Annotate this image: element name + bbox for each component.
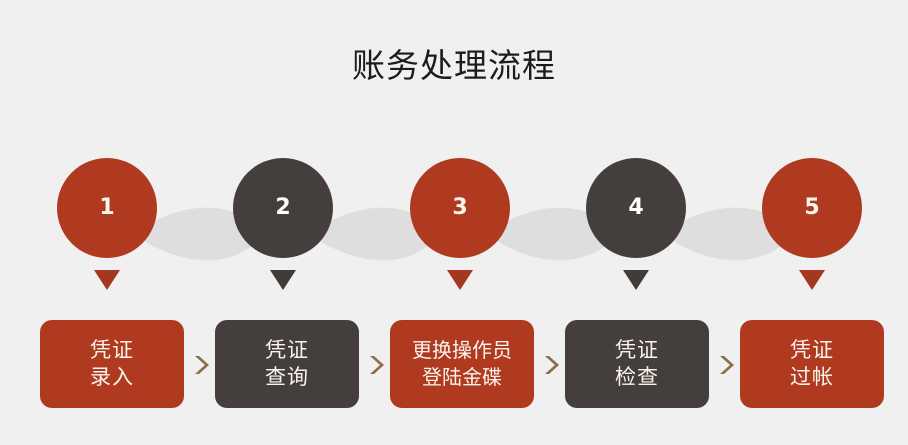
chevron-right-icon-1 <box>192 353 214 377</box>
step-label-line-2b: 查询 <box>265 365 309 389</box>
step-label-line-2a: 凭证 <box>265 338 309 362</box>
step-circle-1[interactable]: 1 <box>57 158 157 258</box>
connector-ribbons <box>142 207 781 261</box>
step-marker-triangle-3 <box>447 270 473 290</box>
step-number-4: 4 <box>628 195 644 220</box>
chevron-right-icon-4 <box>717 353 739 377</box>
step-label-line-1b: 录入 <box>90 365 134 389</box>
step-circle-2[interactable]: 2 <box>233 158 333 258</box>
step-number-1: 1 <box>99 195 115 220</box>
step-label-box-1[interactable]: 凭证 录入 <box>40 320 184 408</box>
step-marker-triangle-5 <box>799 270 825 290</box>
step-number-3: 3 <box>452 195 468 220</box>
step-circle-3[interactable]: 3 <box>410 158 510 258</box>
step-marker-triangle-4 <box>623 270 649 290</box>
step-label-line-3b: 登陆金碟 <box>422 365 502 389</box>
step-marker-triangle-2 <box>270 270 296 290</box>
step-label-line-4b: 检查 <box>615 365 659 389</box>
step-label-box-5[interactable]: 凭证 过帐 <box>740 320 884 408</box>
step-label-line-5b: 过帐 <box>790 365 834 389</box>
step-label-row: 凭证 录入 凭证 查询 更换操作员 登陆金碟 凭证 <box>0 320 908 410</box>
step-number-2: 2 <box>275 195 291 220</box>
step-marker-triangle-1 <box>94 270 120 290</box>
step-circle-band: 1 2 3 4 5 <box>0 150 908 300</box>
step-label-line-3a: 更换操作员 <box>412 338 512 362</box>
step-label-line-1a: 凭证 <box>90 338 134 362</box>
step-circle-4[interactable]: 4 <box>586 158 686 258</box>
chevron-right-icon-2 <box>367 353 389 377</box>
step-label-box-4[interactable]: 凭证 检查 <box>565 320 709 408</box>
page-title: 账务处理流程 <box>352 46 556 85</box>
chevron-right-icon-3 <box>542 353 564 377</box>
step-label-box-2[interactable]: 凭证 查询 <box>215 320 359 408</box>
step-number-5: 5 <box>804 195 820 220</box>
step-label-box-3[interactable]: 更换操作员 登陆金碟 <box>390 320 534 408</box>
step-circle-5[interactable]: 5 <box>762 158 862 258</box>
step-label-line-4a: 凭证 <box>615 338 659 362</box>
step-label-line-5a: 凭证 <box>790 338 834 362</box>
